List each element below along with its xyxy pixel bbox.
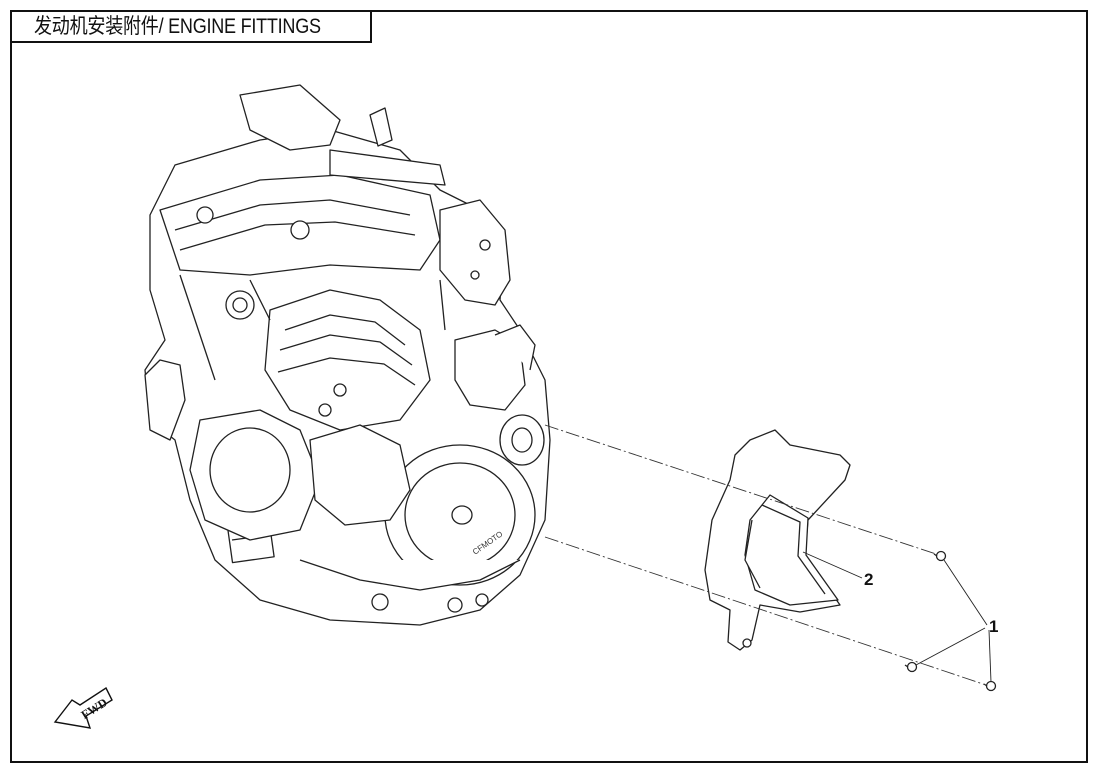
bolt-part[interactable] — [904, 661, 918, 673]
alignment-lines — [544, 424, 987, 686]
bolt-part[interactable] — [983, 680, 997, 692]
leader-lines — [802, 551, 992, 683]
sprocket-cover-part[interactable] — [704, 429, 851, 651]
forward-arrow-icon: FWD — [53, 686, 113, 729]
bolt-part[interactable] — [933, 550, 947, 562]
callout-1: 1 — [989, 617, 998, 636]
callout-2: 2 — [864, 570, 873, 589]
page-title: 发动机安装附件/ ENGINE FITTINGS — [34, 15, 321, 38]
diagram-title-box: 发动机安装附件/ ENGINE FITTINGS — [10, 10, 372, 43]
engine-assembly: CFMOTO — [144, 84, 551, 626]
diagram-frame — [10, 10, 1088, 763]
